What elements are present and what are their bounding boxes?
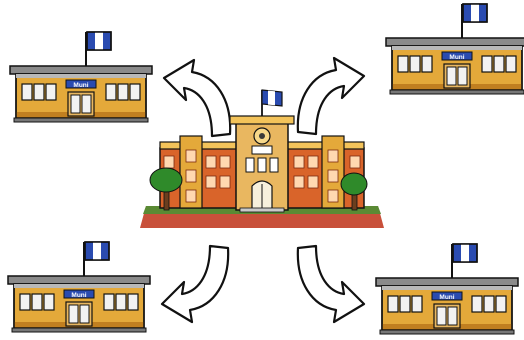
tree-icon-right xyxy=(340,172,368,211)
branch-label-bottom-right: Muni xyxy=(439,294,454,301)
branch-building-bottom-left xyxy=(7,241,151,333)
branch-label-top-right: Muni xyxy=(449,54,464,61)
branch-label-top-left: Muni xyxy=(73,82,88,89)
curved-arrow-icon-to-bottom-left xyxy=(160,244,230,324)
central-building xyxy=(140,89,384,228)
curved-arrow-icon-to-bottom-right xyxy=(296,244,366,324)
branch-building-top-left xyxy=(9,31,153,123)
branch-building-bottom-right xyxy=(375,243,519,335)
curved-arrow-icon-to-top-left xyxy=(162,58,232,138)
tree-icon-left xyxy=(149,167,183,211)
branch-label-bottom-left: Muni xyxy=(71,292,86,299)
curved-arrow-icon-to-top-right xyxy=(296,56,366,136)
branch-building-top-right xyxy=(385,3,524,95)
